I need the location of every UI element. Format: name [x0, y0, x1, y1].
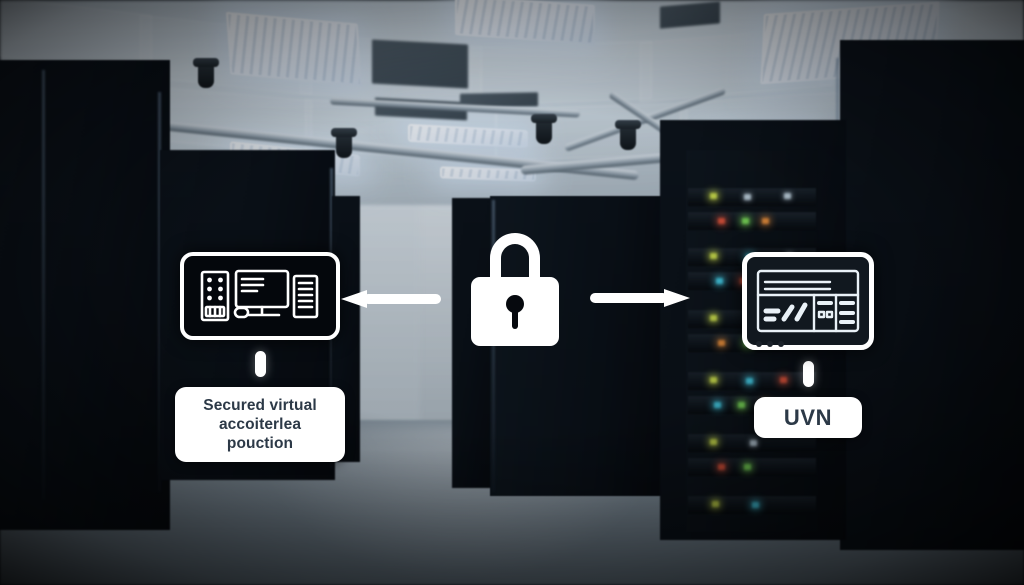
- padlock-icon: [471, 233, 559, 346]
- padlock-keyhole: [506, 295, 524, 313]
- padlock-shackle: [490, 233, 540, 285]
- arrow-left-icon: [341, 290, 441, 308]
- connector-stem-right: [802, 361, 814, 387]
- arrow-right-shaft: [590, 293, 668, 303]
- arrow-right-icon: [590, 289, 690, 307]
- window-dot: [756, 341, 762, 347]
- label-left: Secured virtual accoiterlea pouction: [175, 387, 345, 462]
- arrow-left-head: [341, 290, 367, 308]
- desktop-workstation-icon: [180, 252, 340, 340]
- window-dots: [756, 341, 784, 347]
- padlock-keyslot: [512, 307, 518, 329]
- node-right[interactable]: UVN: [728, 252, 888, 438]
- node-left[interactable]: Secured virtual accoiterlea pouction: [175, 252, 345, 462]
- browser-dashboard-icon: [742, 252, 874, 350]
- window-dot: [778, 341, 784, 347]
- arrow-right-head: [664, 289, 690, 307]
- window-dot: [767, 341, 773, 347]
- arrow-left-shaft: [363, 294, 441, 304]
- label-right: UVN: [753, 397, 863, 438]
- connector-stem-left: [254, 351, 266, 377]
